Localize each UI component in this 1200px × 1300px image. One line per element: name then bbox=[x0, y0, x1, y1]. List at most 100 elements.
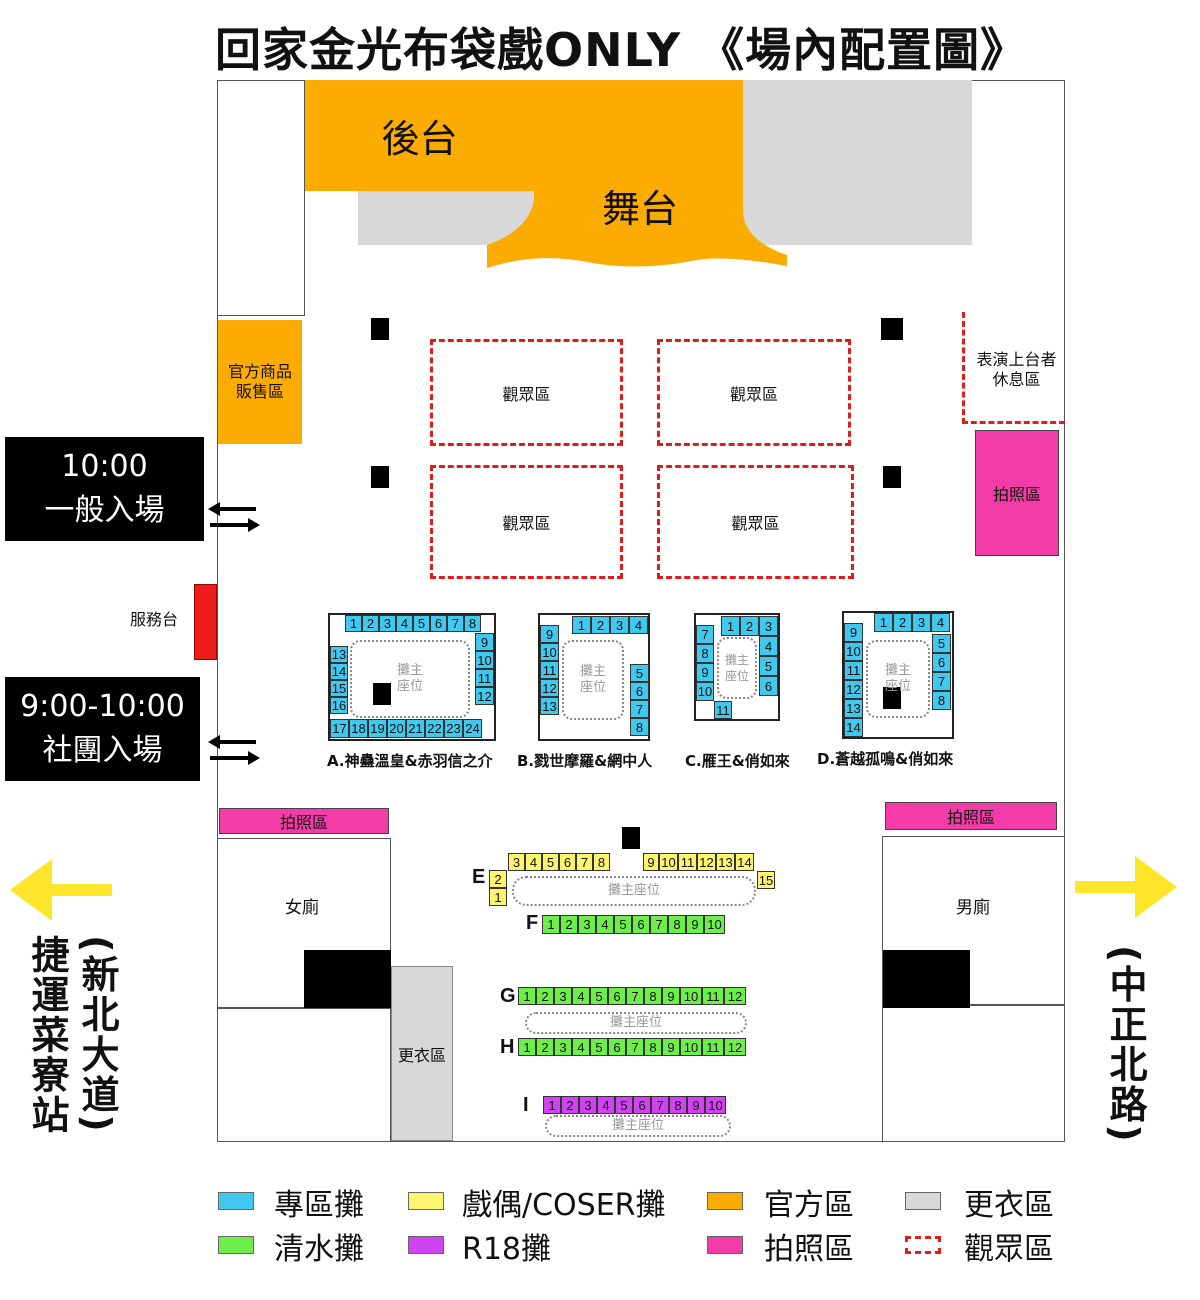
booth-h-11[interactable]: 11 bbox=[702, 1038, 724, 1056]
booth-h-8[interactable]: 8 bbox=[644, 1038, 662, 1056]
booth-e-1[interactable]: 1 bbox=[489, 888, 507, 906]
booth-b-13[interactable]: 13 bbox=[540, 697, 559, 715]
booth-c-9[interactable]: 9 bbox=[696, 663, 714, 682]
booth-c-11[interactable]: 11 bbox=[714, 701, 732, 719]
booth-e-15[interactable]: 15 bbox=[757, 871, 775, 889]
booth-e-5[interactable]: 5 bbox=[542, 853, 559, 871]
booth-e-3[interactable]: 3 bbox=[508, 853, 525, 871]
booth-h-10[interactable]: 10 bbox=[680, 1038, 702, 1056]
booth-row10-5[interactable]: 5 bbox=[614, 915, 632, 934]
booth-b-2[interactable]: 2 bbox=[591, 616, 610, 634]
booth-c-5[interactable]: 5 bbox=[759, 656, 778, 676]
booth-b-12[interactable]: 12 bbox=[540, 679, 559, 697]
booth-a-15[interactable]: 15 bbox=[330, 680, 348, 697]
booth-a-2[interactable]: 2 bbox=[362, 615, 379, 632]
booth-a-17[interactable]: 17 bbox=[330, 719, 349, 738]
booth-i-3[interactable]: 3 bbox=[579, 1096, 597, 1114]
booth-c-2[interactable]: 2 bbox=[740, 616, 759, 636]
booth-d-3[interactable]: 3 bbox=[912, 613, 931, 632]
booth-d-5[interactable]: 5 bbox=[932, 634, 951, 653]
booth-c-7[interactable]: 7 bbox=[696, 625, 714, 644]
booth-g-11[interactable]: 11 bbox=[702, 987, 724, 1005]
booth-a-11[interactable]: 11 bbox=[475, 669, 494, 687]
booth-row10-4[interactable]: 4 bbox=[596, 915, 614, 934]
booth-i-8[interactable]: 8 bbox=[669, 1096, 687, 1114]
booth-e-6[interactable]: 6 bbox=[559, 853, 576, 871]
booth-g-10[interactable]: 10 bbox=[680, 987, 702, 1005]
booth-g-9[interactable]: 9 bbox=[662, 987, 680, 1005]
booth-h-9[interactable]: 9 bbox=[662, 1038, 680, 1056]
booth-i-10[interactable]: 10 bbox=[705, 1096, 726, 1114]
booth-e-9[interactable]: 9 bbox=[643, 853, 659, 871]
booth-h-6[interactable]: 6 bbox=[608, 1038, 626, 1056]
booth-d-4[interactable]: 4 bbox=[931, 613, 950, 632]
booth-a-14[interactable]: 14 bbox=[330, 663, 348, 680]
booth-a-5[interactable]: 5 bbox=[413, 615, 430, 632]
booth-d-11[interactable]: 11 bbox=[844, 661, 863, 680]
booth-b-1[interactable]: 1 bbox=[572, 616, 591, 634]
booth-i-6[interactable]: 6 bbox=[633, 1096, 651, 1114]
booth-a-4[interactable]: 4 bbox=[396, 615, 413, 632]
booth-row10-7[interactable]: 7 bbox=[650, 915, 668, 934]
booth-h-1[interactable]: 1 bbox=[518, 1038, 536, 1056]
booth-e-12[interactable]: 12 bbox=[697, 853, 716, 871]
booth-d-7[interactable]: 7 bbox=[932, 672, 951, 691]
booth-a-21[interactable]: 21 bbox=[406, 719, 425, 738]
booth-g-7[interactable]: 7 bbox=[626, 987, 644, 1005]
booth-d-1[interactable]: 1 bbox=[874, 613, 893, 632]
booth-a-12[interactable]: 12 bbox=[475, 687, 494, 705]
booth-e-13[interactable]: 13 bbox=[716, 853, 735, 871]
booth-e-4[interactable]: 4 bbox=[525, 853, 542, 871]
booth-d-8[interactable]: 8 bbox=[932, 691, 951, 710]
booth-b-5[interactable]: 5 bbox=[630, 664, 649, 682]
booth-a-10[interactable]: 10 bbox=[475, 651, 494, 669]
booth-row10-1[interactable]: 1 bbox=[542, 915, 560, 934]
booth-d-6[interactable]: 6 bbox=[932, 653, 951, 672]
booth-c-10[interactable]: 10 bbox=[696, 682, 714, 701]
booth-e-14[interactable]: 14 bbox=[735, 853, 754, 871]
booth-a-23[interactable]: 23 bbox=[444, 719, 463, 738]
booth-d-14[interactable]: 14 bbox=[844, 718, 863, 737]
booth-b-11[interactable]: 11 bbox=[540, 661, 559, 679]
booth-b-8[interactable]: 8 bbox=[630, 718, 649, 736]
booth-a-20[interactable]: 20 bbox=[387, 719, 406, 738]
booth-g-3[interactable]: 3 bbox=[554, 987, 572, 1005]
booth-a-24[interactable]: 24 bbox=[463, 719, 482, 738]
booth-e-11[interactable]: 11 bbox=[678, 853, 697, 871]
booth-g-6[interactable]: 6 bbox=[608, 987, 626, 1005]
booth-g-5[interactable]: 5 bbox=[590, 987, 608, 1005]
booth-i-5[interactable]: 5 bbox=[615, 1096, 633, 1114]
booth-h-5[interactable]: 5 bbox=[590, 1038, 608, 1056]
booth-c-6[interactable]: 6 bbox=[759, 676, 778, 696]
booth-a-9[interactable]: 9 bbox=[475, 633, 494, 651]
booth-a-3[interactable]: 3 bbox=[379, 615, 396, 632]
booth-i-4[interactable]: 4 bbox=[597, 1096, 615, 1114]
booth-h-7[interactable]: 7 bbox=[626, 1038, 644, 1056]
booth-b-7[interactable]: 7 bbox=[630, 700, 649, 718]
booth-b-3[interactable]: 3 bbox=[610, 616, 629, 634]
booth-a-18[interactable]: 18 bbox=[349, 719, 368, 738]
booth-b-9[interactable]: 9 bbox=[540, 625, 559, 643]
booth-a-13[interactable]: 13 bbox=[330, 646, 348, 663]
booth-a-22[interactable]: 22 bbox=[425, 719, 444, 738]
booth-row10-10[interactable]: 10 bbox=[704, 915, 725, 934]
booth-e-10[interactable]: 10 bbox=[659, 853, 678, 871]
booth-b-4[interactable]: 4 bbox=[629, 616, 648, 634]
booth-row10-8[interactable]: 8 bbox=[668, 915, 686, 934]
booth-g-2[interactable]: 2 bbox=[536, 987, 554, 1005]
booth-d-10[interactable]: 10 bbox=[844, 642, 863, 661]
booth-a-1[interactable]: 1 bbox=[345, 615, 362, 632]
booth-h-2[interactable]: 2 bbox=[536, 1038, 554, 1056]
booth-b-10[interactable]: 10 bbox=[540, 643, 559, 661]
booth-h-3[interactable]: 3 bbox=[554, 1038, 572, 1056]
booth-row10-9[interactable]: 9 bbox=[686, 915, 704, 934]
booth-e-7[interactable]: 7 bbox=[576, 853, 593, 871]
booth-i-1[interactable]: 1 bbox=[543, 1096, 561, 1114]
booth-c-1[interactable]: 1 bbox=[721, 616, 740, 636]
booth-i-9[interactable]: 9 bbox=[687, 1096, 705, 1114]
booth-a-16[interactable]: 16 bbox=[330, 697, 348, 714]
booth-e-8[interactable]: 8 bbox=[593, 853, 610, 871]
booth-a-8[interactable]: 8 bbox=[464, 615, 481, 632]
booth-g-8[interactable]: 8 bbox=[644, 987, 662, 1005]
booth-i-7[interactable]: 7 bbox=[651, 1096, 669, 1114]
